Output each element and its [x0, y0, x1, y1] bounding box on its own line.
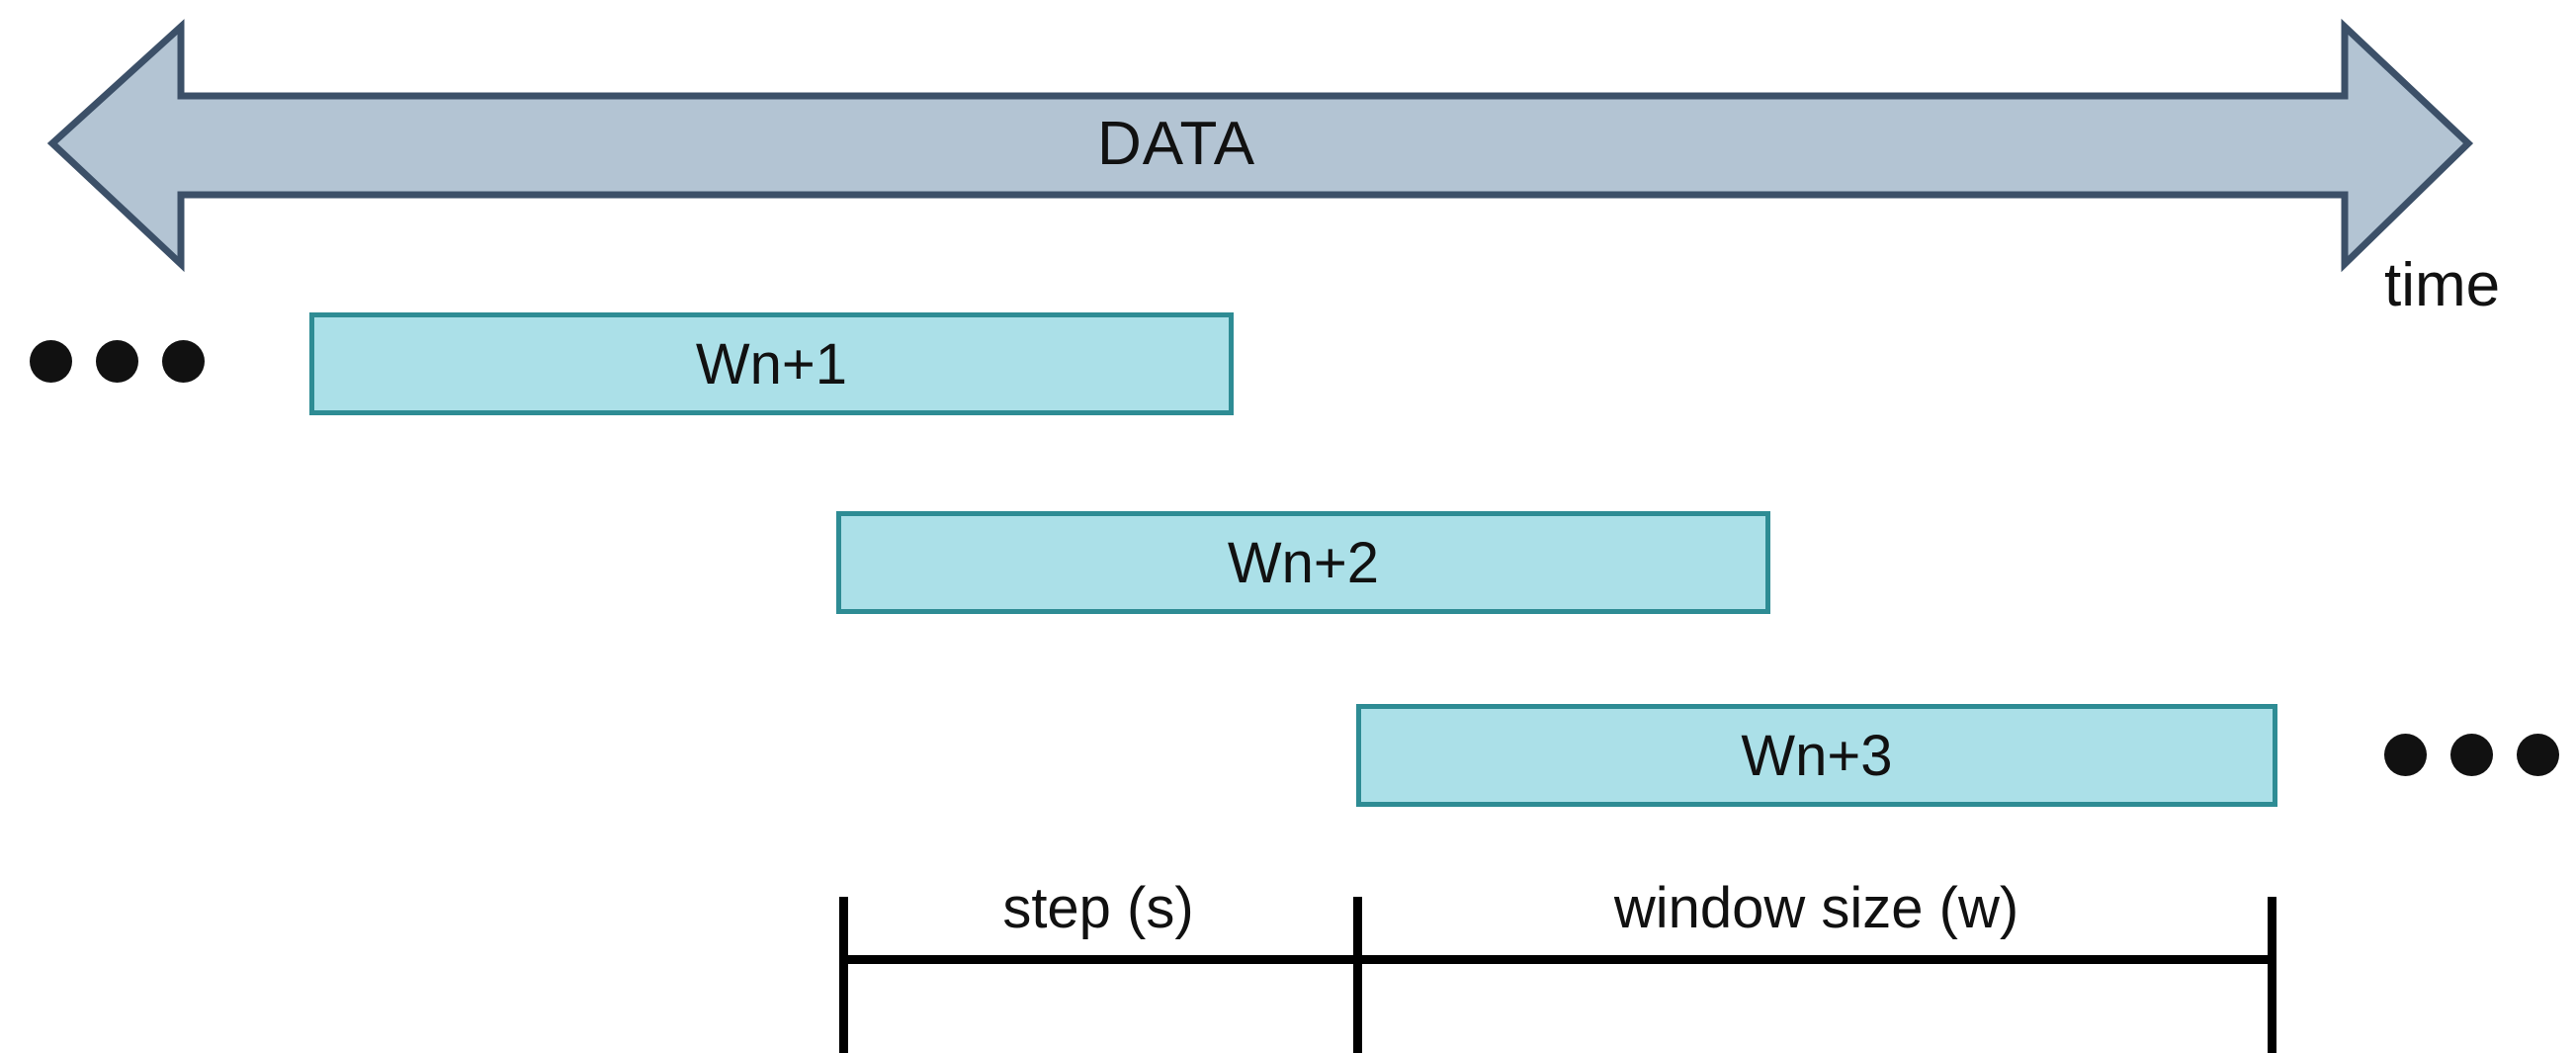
ellipsis-dot — [2450, 734, 2493, 776]
ruler-baseline — [839, 955, 2275, 964]
ruler-tick-left — [839, 897, 848, 1053]
data-axis-label: DATA — [1097, 110, 1256, 178]
window-box-wn2: Wn+2 — [836, 511, 1770, 614]
ruler-tick-middle — [1353, 897, 1362, 1053]
time-axis-label: time — [2384, 251, 2501, 319]
ruler-label-step: step (s) — [1002, 876, 1194, 940]
ruler-tick-right — [2268, 897, 2276, 1053]
window-box-wn1: Wn+1 — [309, 312, 1234, 415]
ellipsis-dot — [96, 340, 138, 383]
window-label: Wn+2 — [1227, 530, 1380, 595]
window-label: Wn+3 — [1741, 723, 1893, 788]
ellipsis-right — [2384, 734, 2559, 776]
double-arrow-shape — [46, 18, 2474, 273]
ruler-label-window-size: window size (w) — [1613, 876, 2019, 940]
window-box-wn3: Wn+3 — [1356, 704, 2277, 807]
ellipsis-dot — [2517, 734, 2559, 776]
ellipsis-dot — [2384, 734, 2427, 776]
window-label: Wn+1 — [695, 331, 848, 396]
ellipsis-left — [30, 340, 205, 383]
ellipsis-dot — [162, 340, 205, 383]
ellipsis-dot — [30, 340, 72, 383]
